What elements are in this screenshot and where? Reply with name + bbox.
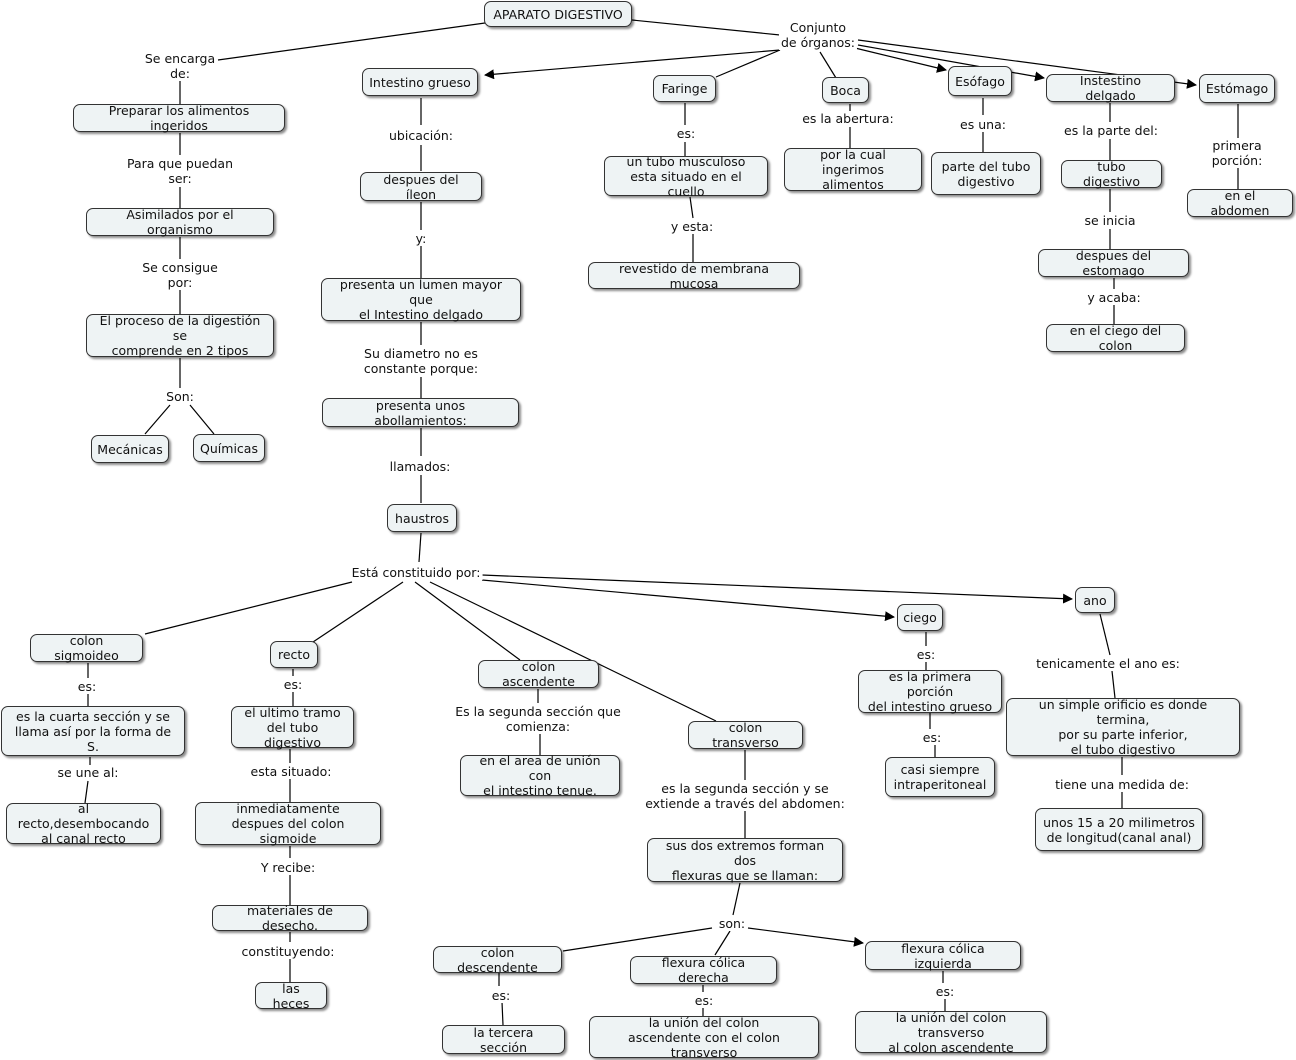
concept-area-union[interactable]: en el area de unión con el intestino ten… [460,753,620,798]
link-llamados: llamados: [387,459,453,474]
concept-colon-ascendente[interactable]: colon ascendente [478,659,599,689]
link-esta-constituido: Está constituido por: [349,565,483,580]
link-para-que-puedan: Para que puedan ser: [125,156,235,186]
concept-tercera-seccion[interactable]: la tercera sección [442,1025,565,1055]
concept-intestino-delgado[interactable]: Instestino delgado [1046,73,1175,103]
concept-recto[interactable]: recto [270,641,318,668]
concept-faringe[interactable]: Faringe [653,75,716,102]
concept-aparato-digestivo[interactable]: APARATO DIGESTIVO [484,1,632,27]
link-es-sigmoideo: es: [75,679,99,694]
concept-en-abdomen[interactable]: en el abdomen [1187,188,1293,218]
concept-intraperitoneal[interactable]: casi siempre intraperitoneal [885,757,995,797]
link-esta-situado: esta situado: [248,764,334,779]
concept-boca[interactable]: Boca [822,77,869,103]
link-y: y: [413,231,429,246]
link-es-la-parte-del: es la parte del: [1062,123,1160,138]
link-es-descendente: es: [489,988,513,1003]
concept-ultimo-tramo[interactable]: el ultimo tramo del tubo digestivo [231,705,354,750]
concept-flexura-izquierda[interactable]: flexura cólica izquierda [865,941,1021,971]
concept-ciego[interactable]: ciego [897,604,943,631]
concept-mecanicas[interactable]: Mecánicas [91,435,169,463]
concept-ingerimos-alimentos[interactable]: por la cual ingerimos alimentos [784,147,922,192]
concept-lumen-mayor[interactable]: presenta un lumen mayor que el Intestino… [321,277,521,322]
concept-quimicas[interactable]: Químicas [193,434,265,462]
link-segunda-comienza: Es la segunda sección que comienza: [453,704,623,734]
link-se-inicia: se inicia [1082,213,1138,228]
link-es-ciego: es: [914,647,938,662]
concept-esofago[interactable]: Esófago [948,66,1012,96]
concept-parte-tubo[interactable]: parte del tubo digestivo [931,152,1041,195]
link-y-acaba: y acaba: [1085,290,1143,305]
concept-inmediatamente[interactable]: inmediatamente despues del colon sigmoid… [195,801,381,846]
concept-estomago[interactable]: Estómago [1199,74,1275,103]
concept-preparar-alimentos[interactable]: Preparar los alimentos ingeridos [73,103,285,133]
concept-membrana-mucosa[interactable]: revestido de membrana mucosa [588,261,800,291]
link-es-derecha: es: [692,993,716,1008]
concept-tubo-digestivo[interactable]: tubo digestivo [1061,159,1162,189]
concept-intestino-grueso[interactable]: Intestino grueso [362,68,478,96]
concept-ciego-colon[interactable]: en el ciego del colon [1046,323,1185,353]
link-tiene-medida: tiene una medida de: [1053,777,1191,792]
concept-materiales-desecho[interactable]: materiales de desecho. [212,903,368,933]
concept-cuarta-seccion[interactable]: es la cuarta sección y se llama así por … [1,706,185,756]
concept-haustros[interactable]: haustros [387,504,457,532]
link-conjunto-organos: Conjunto de órganos: [778,20,858,50]
concept-colon-transverso[interactable]: colon transverso [688,720,803,750]
link-se-encarga: Se encarga de: [142,51,218,81]
link-es-ciego-2: es: [920,730,944,745]
concept-milimetros[interactable]: unos 15 a 20 milimetros de longitud(cana… [1035,808,1203,851]
concept-colon-descendente[interactable]: colon descendente [433,945,562,975]
link-es-una: es una: [958,117,1008,132]
concept-flexura-derecha[interactable]: flexura cólica derecha [630,955,777,985]
link-constituyendo: constituyendo: [239,944,337,959]
link-y-recibe: Y recibe: [258,860,318,875]
concept-union-ascendente-transverso[interactable]: la unión del colon ascendente con el col… [589,1015,819,1060]
link-es-izquierda: es: [933,984,957,999]
link-es-recto: es: [281,677,305,692]
concept-primera-porcion-ig[interactable]: es la primera porción del intestino grue… [858,669,1002,714]
concept-las-heces[interactable]: las heces [255,981,327,1011]
link-se-une-al: se une al: [55,765,121,780]
link-y-esta: y esta: [668,219,716,234]
concept-asimilados[interactable]: Asimilados por el organismo [86,207,274,237]
concept-orificio[interactable]: un simple orificio es donde termina, por… [1006,697,1240,757]
link-su-diametro: Su diametro no es constante porque: [361,346,481,376]
concept-ano[interactable]: ano [1075,587,1115,613]
concept-despues-ileon[interactable]: despues del íleon [360,172,482,202]
link-son-flexuras: son: [716,916,748,931]
concept-despues-estomago[interactable]: despues del estomago [1038,248,1189,278]
concept-abollamientos[interactable]: presenta unos abollamientos: [322,398,519,428]
link-se-consigue: Se consigue por: [140,260,220,290]
concept-dos-extremos[interactable]: sus dos extremos forman dos flexuras que… [647,838,843,883]
link-son-tipos: Son: [164,389,196,404]
link-tecnicamente: tenicamente el ano es: [1034,656,1182,671]
concept-proceso-digestion[interactable]: El proceso de la digestión se comprende … [86,313,274,358]
link-es-faringe: es: [674,126,698,141]
link-ubicacion: ubicación: [387,128,455,143]
link-primera-porcion: primera porción: [1207,138,1267,168]
concept-colon-sigmoideo[interactable]: colon sigmoideo [30,633,143,663]
concept-al-recto[interactable]: al recto,desembocando al canal recto [6,801,161,846]
concept-tubo-musculoso[interactable]: un tubo musculoso esta situado en el cue… [604,154,768,199]
link-es-la-abertura: es la abertura: [800,111,896,126]
concept-union-transverso-ascendente[interactable]: la unión del colon transverso al colon a… [855,1010,1047,1055]
link-segunda-extiende: es la segunda sección y se extiende a tr… [643,781,847,811]
